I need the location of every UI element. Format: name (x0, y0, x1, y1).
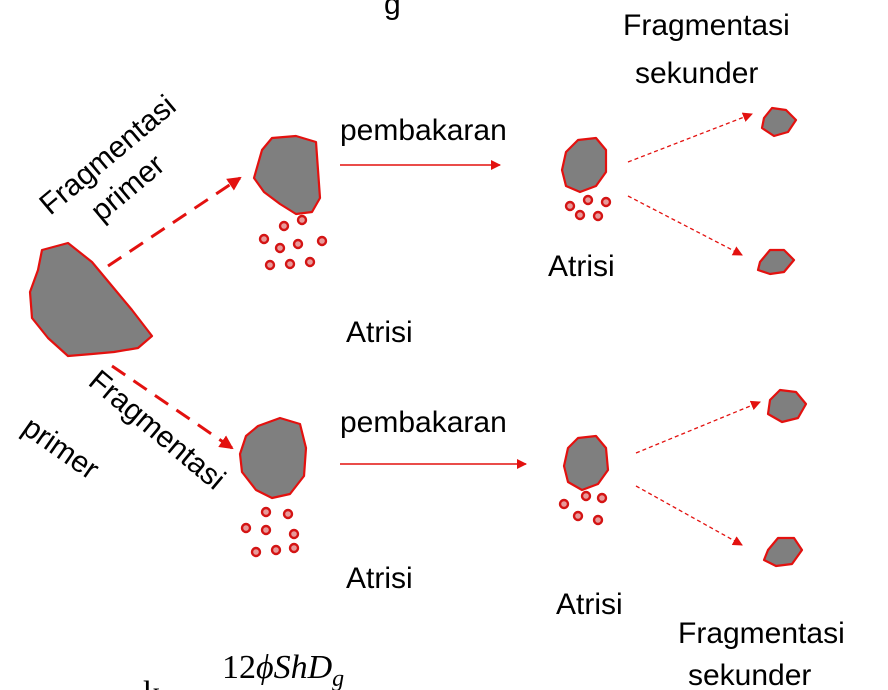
formula-sub: g (332, 666, 344, 690)
particle-upper-1 (252, 134, 322, 216)
fragment-sekunder-upper-a (760, 106, 798, 138)
parent-particle (28, 241, 154, 358)
arrow-sekunder-upper-a (627, 112, 753, 163)
attrition-dots-upper-2 (564, 194, 612, 222)
attrition-dots-lower-2 (558, 490, 608, 526)
arrow-sekunder-upper-b (627, 195, 743, 256)
arrow-sekunder-lower-a (635, 400, 761, 454)
fragment-sekunder-lower-b (762, 536, 804, 568)
formula-numerator: 12ϕShDg (222, 649, 344, 690)
label-pembakaran-lower: pembakaran (340, 406, 507, 439)
svg-text:Fragmentasi: Fragmentasi (82, 364, 231, 496)
fragment-sekunder-upper-b (756, 248, 796, 276)
formula-phi: ϕ (256, 649, 274, 686)
svg-text:primer: primer (16, 411, 105, 487)
particle-lower-2 (562, 434, 610, 492)
attrition-dots-lower-1 (240, 506, 300, 558)
label-atrisi-middle: Atrisi (346, 316, 413, 349)
particle-upper-2 (560, 136, 608, 194)
label-atrisi-upper-right: Atrisi (548, 250, 615, 283)
formula-lead: k (143, 675, 160, 690)
title-fragment: g (384, 0, 401, 21)
label-atrisi-lower-left: Atrisi (346, 562, 413, 595)
arrow-primer-upper (107, 176, 242, 268)
formula-sh: ShD (274, 649, 333, 686)
label-atrisi-lower-right: Atrisi (556, 588, 623, 621)
particle-lower-1 (238, 416, 308, 500)
fragment-sekunder-lower-a (766, 388, 808, 424)
formula-coef: 12 (222, 649, 256, 686)
label-primer-lower: primer (16, 411, 105, 487)
arrow-sekunder-lower-b (635, 485, 743, 546)
label-frag-primer-upper: Fragmentasi primer (33, 89, 182, 228)
label-pembakaran-upper: pembakaran (340, 114, 507, 147)
label-frag-sekunder-bottom-2: sekunder (688, 659, 811, 690)
attrition-dots-upper-1 (258, 214, 328, 271)
label-frag-sekunder-top-2: sekunder (635, 57, 758, 90)
label-frag-primer-lower: Fragmentasi (82, 364, 231, 496)
label-frag-sekunder-bottom-1: Fragmentasi (678, 617, 845, 650)
svg-text:12ϕShDg: 12ϕShDg (222, 649, 344, 690)
label-frag-sekunder-top-1: Fragmentasi (623, 9, 790, 42)
